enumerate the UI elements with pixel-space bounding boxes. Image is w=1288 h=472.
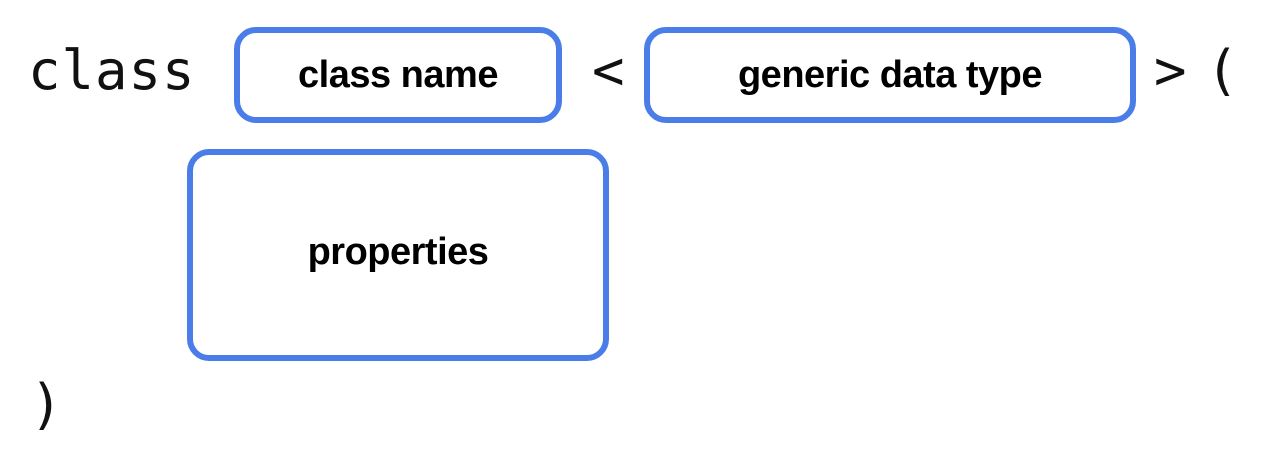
paren-close-token: ) [30,373,63,436]
slot-generic-data-type[interactable]: generic data type [644,27,1136,123]
keyword-class-token: class [28,39,196,102]
paren-open-token: ( [1206,39,1239,102]
generic-open-angle-bracket-token: < [592,39,625,102]
slot-properties[interactable]: properties [187,149,609,361]
generic-close-angle-bracket-token: > [1154,39,1187,102]
slot-class-name[interactable]: class name [234,27,562,123]
slot-generic-data-type-label: generic data type [737,53,1043,96]
slot-class-name-label: class name [298,53,498,96]
slot-properties-label: properties [307,231,489,273]
